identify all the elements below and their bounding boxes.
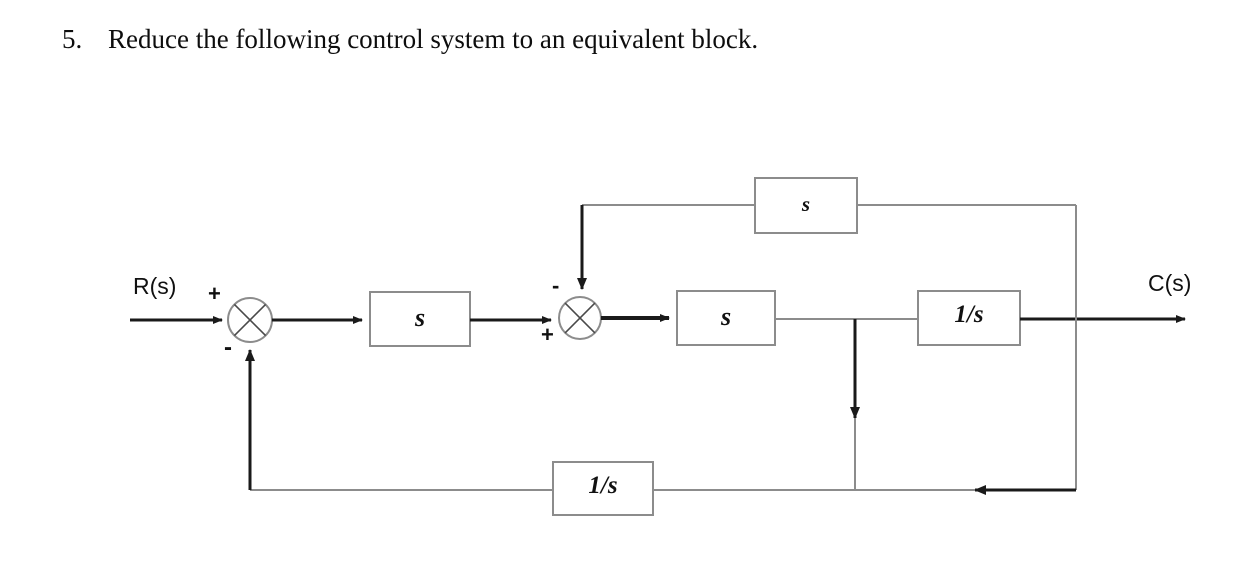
question-text: Reduce the following control system to a… <box>108 24 759 54</box>
block-forward-gain-2 <box>676 290 776 346</box>
top-feedback-path <box>577 204 1077 490</box>
question-heading: 5. Reduce the following control system to… <box>62 22 1202 56</box>
block-top-feedback-gain <box>754 177 858 234</box>
input-label-rs: R(s) <box>133 273 177 299</box>
sign-junction1-plus: + <box>208 281 221 306</box>
block-forward-gain-1 <box>369 291 471 347</box>
summing-junction-1 <box>227 297 273 343</box>
sign-junction1-minus: - <box>224 334 232 361</box>
outer-feedback-path <box>245 349 1076 495</box>
summing-junction-2 <box>558 296 602 340</box>
sign-junction2-minus: - <box>552 273 560 298</box>
block-outer-feedback-integrator <box>552 461 654 516</box>
output-label-cs: C(s) <box>1148 270 1192 296</box>
question-number: 5. <box>62 24 83 54</box>
block-integrator <box>917 290 1021 346</box>
sign-junction2-plus: + <box>541 322 554 347</box>
